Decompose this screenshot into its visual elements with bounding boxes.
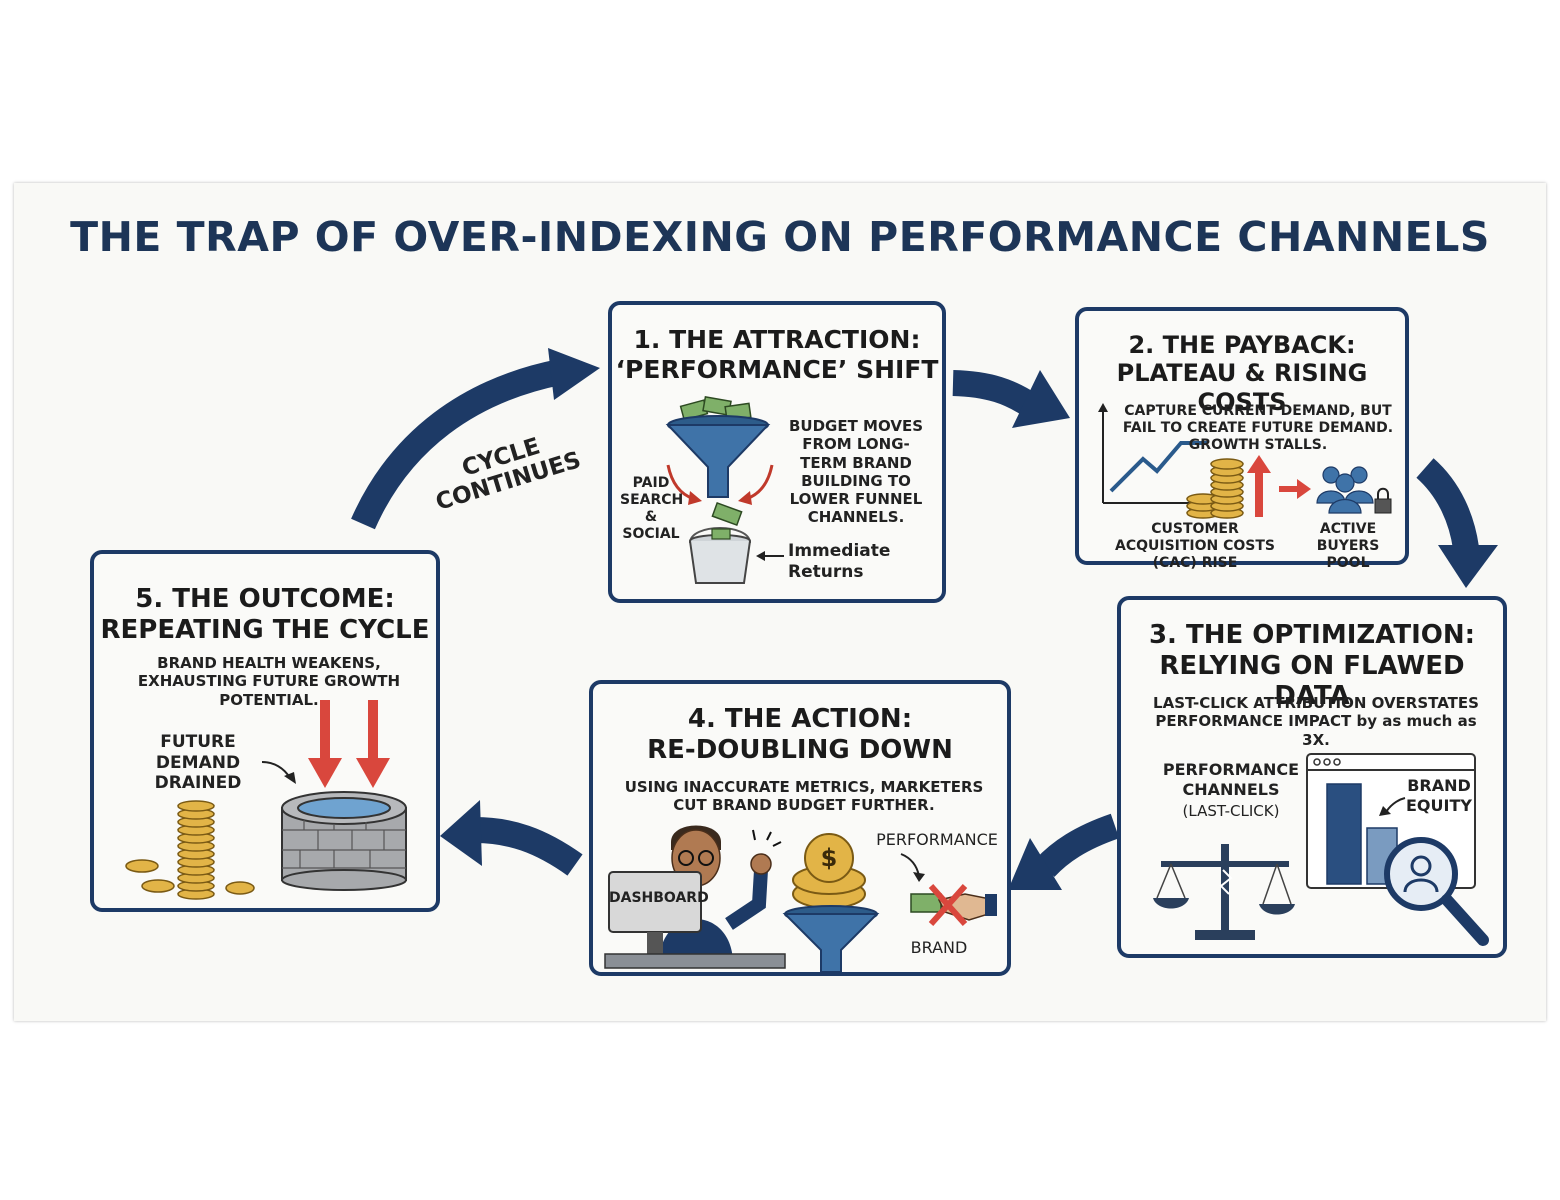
step2-heading: 2. THE PAYBACK:PLATEAU & RISING COSTS (1116, 331, 1368, 416)
dashboard-label: DASHBOARD (609, 890, 709, 906)
page-title: THE TRAP OF OVER-INDEXING ON PERFORMANCE… (70, 213, 1490, 261)
step3-card: 3. THE OPTIMIZATION:RELYING ON FLAWED DA… (1117, 596, 1507, 958)
plateau-chart-icon (1098, 403, 1207, 504)
coin-funnel-icon: $ (782, 833, 880, 973)
svg-text:$: $ (821, 844, 838, 872)
right-arrow-icon (1279, 479, 1311, 499)
performance-channels-label: PERFORMANCE CHANNELS (1162, 760, 1300, 799)
step4-heading: 4. THE ACTION:RE-DOUBLING DOWN (647, 704, 953, 765)
coin-stacks-icon (1186, 458, 1244, 519)
brand-label: BRAND (910, 938, 968, 957)
equity-pointer-arrow-icon (1379, 797, 1406, 816)
pointer-arrow-icon (756, 551, 784, 561)
step1-heading: 1. THE ATTRACTION:‘PERFORMANCE’ SHIFT (615, 325, 939, 384)
performance-label: PERFORMANCE (876, 830, 998, 849)
rising-cost-arrow-icon (1247, 455, 1271, 517)
step4-card: 4. THE ACTION:RE-DOUBLING DOWN USING INA… (589, 680, 1011, 976)
step5-body: BRAND HEALTH WEAKENS, EXHAUSTING FUTURE … (137, 654, 401, 709)
step5-card: 5. THE OUTCOME:REPEATING THE CYCLE BRAND… (90, 550, 440, 912)
performance-pointer-arrow-icon (900, 853, 925, 882)
active-buyers-label: ACTIVE BUYERS POOL (1316, 521, 1380, 572)
broken-scale-icon (1153, 844, 1295, 940)
step4-body: USING INACCURATE METRICS, MARKETERS CUT … (624, 778, 984, 815)
step2-body: CAPTURE CURRENT DEMAND, BUT FAIL TO CREA… (1122, 403, 1394, 454)
curved-red-arrows-icon (666, 464, 774, 505)
step3-body: LAST-CLICK ATTRIBUTION OVERSTATES PERFOR… (1153, 694, 1479, 749)
last-click-label: (LAST-CLICK) (1182, 802, 1280, 820)
cac-label: CUSTOMER ACQUISITION COSTS (CAC) RISE (1114, 521, 1276, 572)
step3-heading: 3. THE OPTIMIZATION:RELYING ON FLAWED DA… (1148, 620, 1476, 712)
future-demand-label: FUTURE DEMAND DRAINED (154, 732, 242, 794)
step1-body: BUDGET MOVES FROM LONG-TERM BRAND BUILDI… (788, 417, 923, 527)
brand-equity-label: BRAND EQUITY (1406, 776, 1472, 815)
immediate-returns-label: Immediate Returns (788, 541, 891, 582)
step2-card: 2. THE PAYBACK:PLATEAU & RISING COSTS CA… (1075, 307, 1409, 571)
bucket-icon (689, 527, 751, 584)
drained-pointer-arrow-icon (261, 761, 296, 784)
paid-search-label: PAID SEARCH & SOCIAL (620, 475, 684, 543)
step5-heading: 5. THE OUTCOME:REPEATING THE CYCLE (100, 584, 430, 645)
cut-brand-handshake-icon (910, 883, 997, 927)
magnifier-user-icon (1384, 837, 1489, 946)
buyers-pool-icon (1316, 466, 1392, 514)
down-arrows-icon (308, 700, 390, 788)
dashboard-monitor-icon (604, 871, 786, 969)
stone-well-icon (281, 791, 407, 891)
money-funnel-icon (665, 395, 771, 498)
step1-card: 1. THE ATTRACTION:‘PERFORMANCE’ SHIFT PA… (608, 301, 946, 603)
falling-money-icon (711, 502, 743, 526)
gold-coins-icon (125, 800, 255, 900)
